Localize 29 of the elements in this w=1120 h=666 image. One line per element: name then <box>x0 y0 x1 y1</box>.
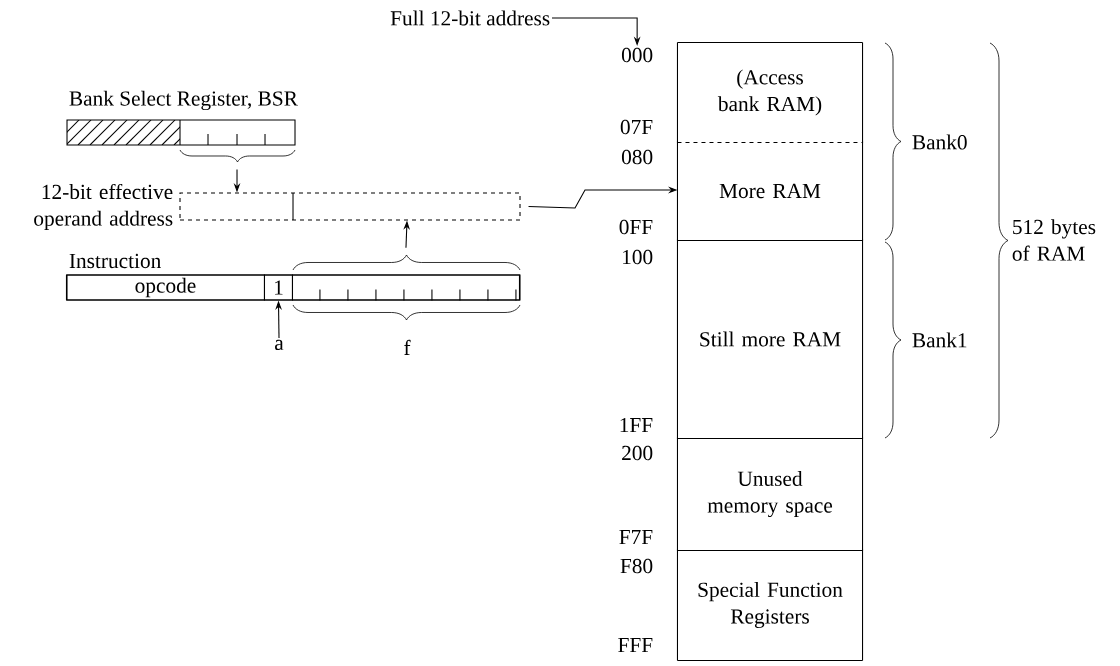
memory-region: Special Function Registers <box>676 548 864 662</box>
bracket-label: f <box>404 339 411 355</box>
address-label: 200 <box>622 445 653 461</box>
node-label: Bank Select Register, BSR <box>69 90 298 111</box>
memory-region: (Access bank RAM) <box>676 41 864 144</box>
caption-text: Full 12-bit address <box>390 10 550 26</box>
bracket-label: 512 bytes of RAM <box>1012 219 1096 261</box>
register-box: Bank Select Register, BSR <box>66 90 298 146</box>
address-label: 07F <box>620 119 653 135</box>
address-label: 0FF <box>619 219 653 235</box>
memory-region: Still more RAM <box>676 238 864 440</box>
address-label: 000 <box>621 47 653 63</box>
memory-region: Unused memory space <box>676 436 864 552</box>
node-label: 12-bit effective operand address <box>34 183 173 231</box>
address-label: FFF <box>618 638 653 652</box>
node-label: Instruction <box>69 253 161 269</box>
address-label: 080 <box>621 149 653 165</box>
memory-region: More RAM <box>676 140 864 242</box>
bracket-label: Bank1 <box>912 332 967 348</box>
address-label: F7F <box>619 530 653 544</box>
bit-label: a <box>275 339 284 351</box>
bit-field: 1 <box>263 274 293 301</box>
address-box: 12-bit effective operand address <box>34 183 521 231</box>
address-label: 1FF <box>620 417 653 433</box>
opcode-field: opcode <box>65 274 265 301</box>
address-label: 100 <box>623 249 653 265</box>
bracket-label: Bank0 <box>912 134 967 150</box>
file-address-field <box>291 274 520 302</box>
address-label: F80 <box>620 558 653 574</box>
